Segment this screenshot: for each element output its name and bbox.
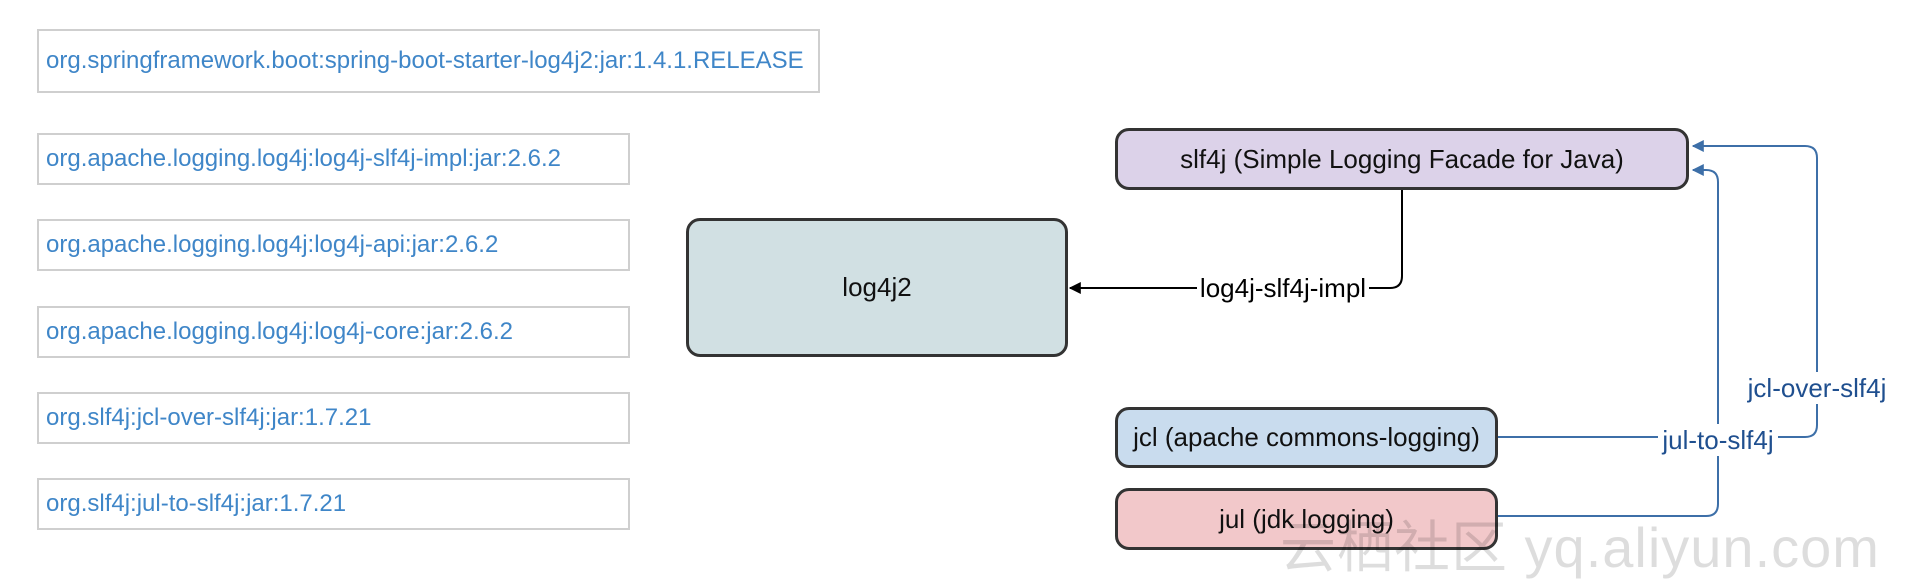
dependency-log4j-api: org.apache.logging.log4j:log4j-api:jar:2… bbox=[37, 219, 630, 271]
edge-jcl-over-slf4j bbox=[1498, 140, 1818, 438]
node-jul: jul (jdk logging) bbox=[1115, 488, 1498, 550]
edge-label-jcl-over-slf4j: jcl-over-slf4j bbox=[1747, 373, 1887, 403]
dependency-log4j-slf4j-impl: org.apache.logging.log4j:log4j-slf4j-imp… bbox=[37, 133, 630, 185]
edge-jul-to-slf4j bbox=[1498, 164, 1719, 517]
dependency-jul-to-slf4j: org.slf4j:jul-to-slf4j:jar:1.7.21 bbox=[37, 478, 630, 530]
node-log4j2: log4j2 bbox=[686, 218, 1068, 357]
dependency-jcl-over-slf4j: org.slf4j:jcl-over-slf4j:jar:1.7.21 bbox=[37, 392, 630, 444]
edge-log4j-slf4j-impl bbox=[1068, 190, 1403, 294]
node-slf4j: slf4j (Simple Logging Facade for Java) bbox=[1115, 128, 1689, 190]
dependency-spring-boot-starter-log4j2: org.springframework.boot:spring-boot-sta… bbox=[37, 29, 820, 93]
edge-label-bg-jul-to-slf4j bbox=[1658, 424, 1778, 456]
edge-label-bg-log4j-slf4j-impl bbox=[1197, 272, 1369, 304]
watermark: 云栖社区 yq.aliyun.com bbox=[1280, 516, 1880, 579]
edge-label-bg-jcl-over-slf4j bbox=[1744, 372, 1890, 404]
edge-label-jul-to-slf4j: jul-to-slf4j bbox=[1661, 425, 1773, 455]
node-jcl: jcl (apache commons-logging) bbox=[1115, 407, 1498, 468]
dependency-log4j-core: org.apache.logging.log4j:log4j-core:jar:… bbox=[37, 306, 630, 358]
edge-label-log4j-slf4j-impl: log4j-slf4j-impl bbox=[1200, 273, 1366, 303]
